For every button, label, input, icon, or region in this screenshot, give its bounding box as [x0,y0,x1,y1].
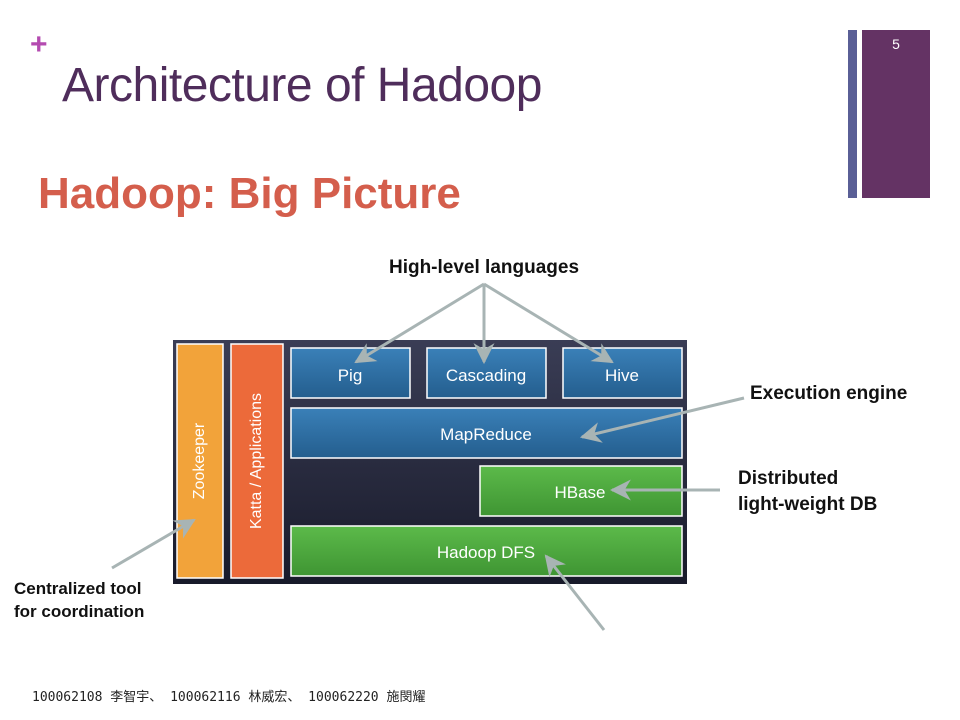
callout-centralized-line2: for coordination [14,602,144,621]
callout-distributed-line1: Distributed [738,468,838,489]
callout-high-level-languages: High-level languages [389,257,579,278]
diagram-heading: Hadoop: Big Picture [38,169,461,218]
katta-label: Katta / Applications [248,393,265,529]
callout-centralized-line1: Centralized tool [14,579,142,598]
zookeeper-label: Zookeeper [191,422,208,499]
pig-block [290,347,411,399]
hdfs-label: Hadoop DFS [437,543,535,562]
hbase-label: HBase [554,483,605,502]
arrow-to-hive [483,282,614,364]
callout-distributed-line2: light-weight DB [738,494,877,515]
zookeeper-block [176,343,224,579]
cascading-label: Cascading [446,366,526,385]
pig-label: Pig [338,366,363,385]
plus-mark: + [30,28,48,61]
arrow-to-mapreduce [579,396,745,443]
mapreduce-label: MapReduce [440,425,532,444]
callout-execution-engine: Execution engine [750,383,907,404]
arrow-to-zookeeper [111,518,196,570]
accent-bar-thick [862,30,930,198]
hive-block [562,347,683,399]
hdfs-block [290,525,683,577]
slide-number: 5 [892,36,900,52]
hive-label: Hive [605,366,639,385]
footer-authors: 100062108 李智宇、 100062116 林威宏、 100062220 … [32,690,426,705]
arrow-to-hdfs [544,554,606,631]
mapreduce-block [290,407,683,459]
katta-block [230,343,284,579]
arrow-to-pig [354,282,485,364]
slide-title: Architecture of Hadoop [62,59,542,112]
accent-bar-thin [848,30,857,198]
